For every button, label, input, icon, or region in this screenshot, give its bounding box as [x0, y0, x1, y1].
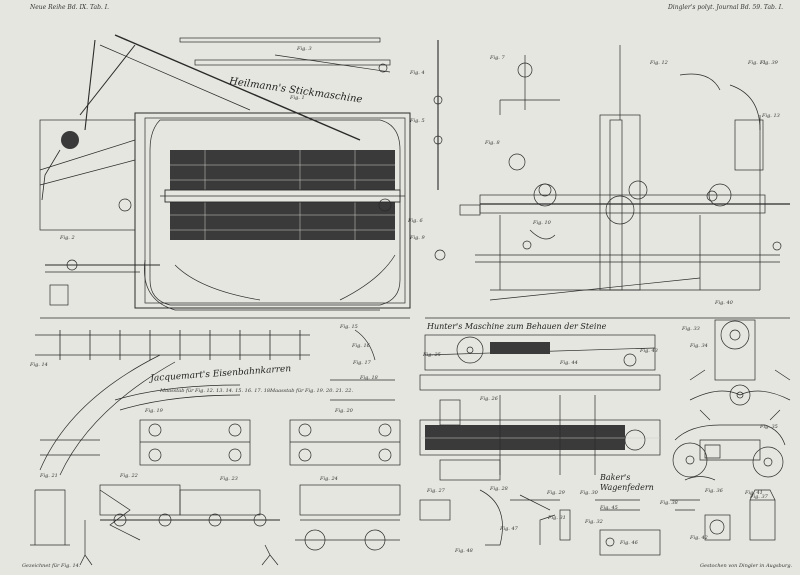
figure-label: Fig. 3	[297, 46, 312, 52]
figure-label: Fig. 6	[408, 218, 423, 224]
figure-label: Fig. 20	[335, 408, 353, 414]
figure-label: Fig. 42	[690, 535, 708, 541]
figure-label: Fig. 4	[410, 70, 425, 76]
figure-label: Fig. 10	[533, 220, 551, 226]
figure-label: Fig. 48	[455, 548, 473, 554]
figure-label: Fig. 9	[410, 235, 425, 241]
figure-label: Fig. 18	[360, 375, 378, 381]
upper-right-machine-drawing	[433, 40, 790, 301]
figure-label: Fig. 39	[760, 60, 778, 66]
hunter-machine-drawing	[419, 334, 661, 556]
hunter-title: Hunter's Maschine zum Behauen der Steine	[427, 322, 607, 331]
baker-carriage-drawing	[670, 319, 791, 541]
figure-label: Fig. 32	[585, 519, 603, 525]
figure-label: Fig. 17	[353, 360, 371, 366]
footer-right: Gestochen von Dingler in Augsburg.	[700, 563, 793, 569]
plate-header-left: Neue Reihe Bd. IX. Tab. I.	[30, 4, 109, 11]
figure-label: Fig. 33	[682, 326, 700, 332]
figure-label: Fig. 46	[620, 540, 638, 546]
figure-label: Fig. 15	[340, 324, 358, 330]
footer-left: Gezeichnet für Fig. 14.	[22, 563, 81, 569]
figure-label: Fig. 25	[423, 352, 441, 358]
figure-label: Fig. 28	[490, 486, 508, 492]
figure-label: Fig. 36	[705, 488, 723, 494]
figure-label: Fig. 37	[750, 494, 768, 500]
figure-label: Fig. 5	[410, 118, 425, 124]
heilmann-machine-drawing	[39, 34, 411, 311]
figure-label: Fig. 2	[60, 235, 75, 241]
figure-label: Fig. 26	[480, 396, 498, 402]
figure-label: Fig. 29	[547, 490, 565, 496]
figure-label: Fig. 1	[290, 95, 305, 101]
figure-label: Fig. 22	[120, 473, 138, 479]
scale-label-a: Maasstab für Fig. 12. 13. 14. 15. 16. 17…	[160, 388, 272, 394]
figure-label: Fig. 13	[762, 113, 780, 119]
figure-label: Fig. 40	[715, 300, 733, 306]
figure-label: Fig. 30	[580, 490, 598, 496]
figure-label: Fig. 23	[220, 476, 238, 482]
figure-label: Fig. 47	[500, 526, 518, 532]
figure-label: Fig. 7	[490, 55, 505, 61]
figure-label: Fig. 16	[352, 343, 370, 349]
figure-label: Fig. 38	[660, 500, 678, 506]
baker-title: Baker's Wagenfedern	[600, 473, 654, 492]
fig3-bar-drawing	[179, 37, 391, 73]
figure-label: Fig. 41	[745, 490, 763, 496]
figure-label: Fig. 34	[690, 343, 708, 349]
figure-label: Fig. 27	[427, 488, 445, 494]
figure-label: Fig. 44	[560, 360, 578, 366]
figure-label: Fig. 12	[650, 60, 668, 66]
figure-label: Fig. 14	[30, 362, 48, 368]
scale-label-b: Maasstab für Fig. 19. 20. 21. 22.	[270, 388, 354, 394]
plate-header-right: Dingler's polyt. Journal Bd. 59. Tab. I.	[668, 4, 783, 11]
figure-label: Fig. 21	[40, 473, 58, 479]
figure-label: Fig. 31	[548, 515, 566, 521]
figure-label: Fig. 43	[640, 348, 658, 354]
figure-label: Fig. 8	[485, 140, 500, 146]
figure-label: Fig. 45	[600, 505, 618, 511]
figure-label: Fig. 24	[320, 476, 338, 482]
figure-label: Fig. 19	[145, 408, 163, 414]
jacquemart-carts-drawing	[30, 329, 401, 566]
figure-label: Fig. 11	[748, 60, 766, 66]
figure-label: Fig. 35	[760, 424, 778, 430]
